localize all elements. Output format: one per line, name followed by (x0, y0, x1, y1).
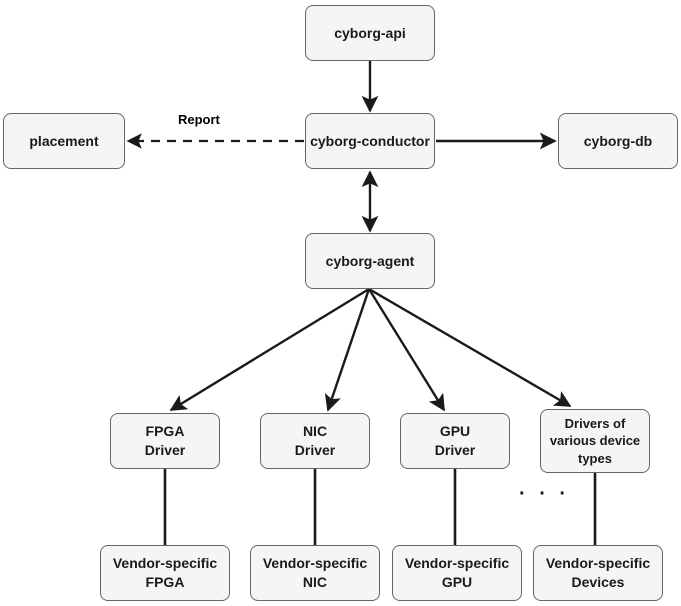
node-vendor-specific-fpga[interactable]: Vendor-specific FPGA (100, 545, 230, 601)
edge-label-report: Report (178, 112, 220, 127)
node-nic-driver[interactable]: NIC Driver (260, 413, 370, 469)
edge-agent-to-various-drivers (368, 287, 572, 408)
edge-agent-to-fpga-driver (169, 287, 370, 412)
node-vendor-specific-gpu[interactable]: Vendor-specific GPU (392, 545, 522, 601)
node-various-drivers[interactable]: Drivers of various device types (540, 409, 650, 473)
node-cyborg-api[interactable]: cyborg-api (305, 5, 435, 61)
node-cyborg-agent[interactable]: cyborg-agent (305, 233, 435, 289)
more-drivers-ellipsis: · · · (519, 483, 571, 505)
edge-agent-to-nic-driver (324, 288, 371, 412)
node-cyborg-db[interactable]: cyborg-db (558, 113, 678, 169)
node-vendor-specific-nic[interactable]: Vendor-specific NIC (250, 545, 380, 601)
edge-agent-to-gpu-driver (367, 288, 446, 412)
node-fpga-driver[interactable]: FPGA Driver (110, 413, 220, 469)
node-placement[interactable]: placement (3, 113, 125, 169)
node-cyborg-conductor[interactable]: cyborg-conductor (305, 113, 435, 169)
node-gpu-driver[interactable]: GPU Driver (400, 413, 510, 469)
node-vendor-specific-devices[interactable]: Vendor-specific Devices (533, 545, 663, 601)
